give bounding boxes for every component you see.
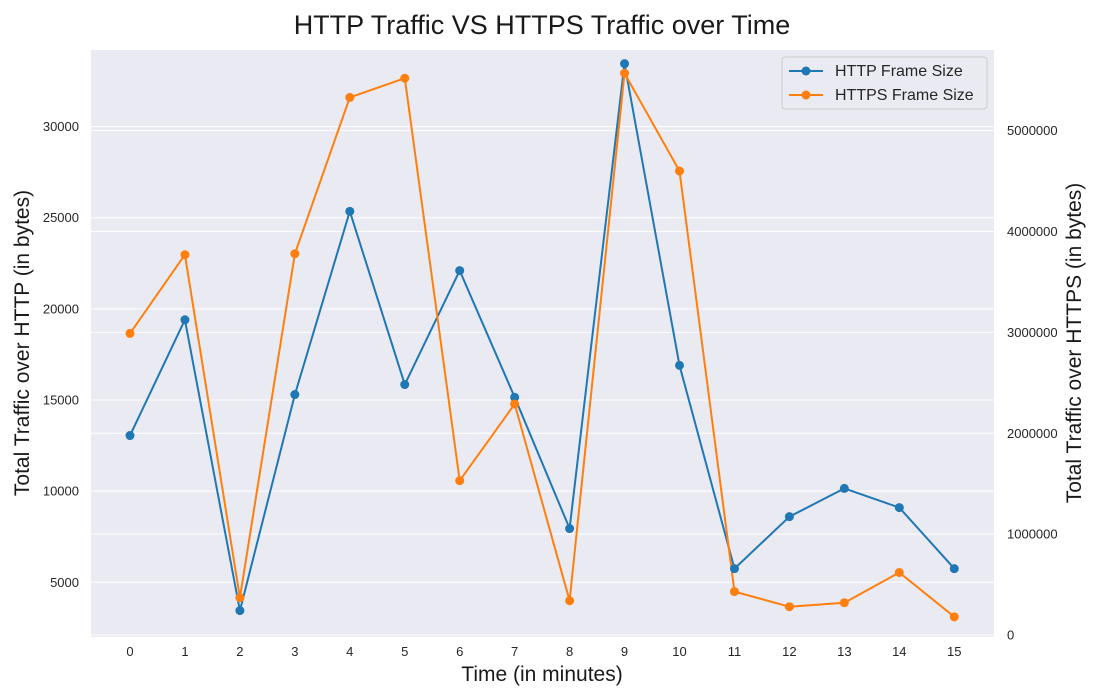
plot-area — [91, 50, 994, 637]
x-tick-label: 2 — [236, 644, 243, 659]
x-tick-label: 3 — [291, 644, 298, 659]
y-right-tick-label: 5000000 — [1007, 123, 1058, 138]
data-point-https — [400, 73, 410, 83]
data-point-http — [784, 512, 794, 522]
data-point-http — [565, 524, 575, 534]
data-point-https — [949, 612, 959, 622]
y-left-axis-label: Total Traffic over HTTP (in bytes) — [11, 190, 34, 496]
legend-label-https: HTTPS Frame Size — [835, 87, 974, 104]
y-left-tick-label: 10000 — [43, 484, 79, 499]
legend: HTTP Frame Size HTTPS Frame Size — [781, 56, 988, 110]
x-tick-label: 10 — [672, 644, 686, 659]
data-point-http — [455, 266, 465, 276]
data-point-http — [235, 606, 245, 616]
gridlines — [91, 126, 994, 636]
data-point-https — [620, 68, 630, 78]
data-point-https — [235, 593, 245, 603]
series-lines — [129, 62, 956, 618]
x-tick-label: 12 — [782, 644, 796, 659]
x-tick-label: 1 — [181, 644, 188, 659]
data-point-https — [125, 328, 135, 338]
data-point-http — [400, 380, 410, 390]
x-tick-label: 13 — [837, 644, 851, 659]
x-tick-label: 15 — [947, 644, 961, 659]
y-left-axis-ticks: 5000 10000 15000 20000 25000 30000 — [43, 119, 79, 590]
y-right-tick-label: 2000000 — [1007, 426, 1058, 441]
data-point-https — [290, 249, 300, 259]
y-right-tick-label: 3000000 — [1007, 325, 1058, 340]
x-tick-label: 9 — [621, 644, 628, 659]
x-tick-label: 6 — [456, 644, 463, 659]
x-tick-label: 14 — [892, 644, 906, 659]
data-point-http — [345, 206, 355, 216]
series-line-http — [129, 62, 956, 612]
data-point-http — [894, 503, 904, 513]
data-point-https — [345, 92, 355, 102]
data-point-http — [675, 360, 684, 370]
data-point-https — [784, 602, 794, 612]
legend-label-http: HTTP Frame Size — [835, 63, 963, 80]
data-point-https — [675, 166, 684, 176]
series-line-https — [129, 72, 955, 618]
legend-box — [781, 56, 988, 110]
data-point-http — [839, 483, 849, 493]
x-axis-label: Time (in minutes) — [461, 663, 622, 686]
y-left-tick-label: 25000 — [43, 210, 79, 225]
data-point-https — [510, 399, 520, 409]
y-right-tick-label: 4000000 — [1007, 224, 1058, 239]
chart-title: HTTP Traffic VS HTTPS Traffic over Time — [294, 10, 791, 40]
y-right-tick-label: 1000000 — [1007, 527, 1058, 542]
data-point-https — [455, 476, 465, 486]
legend-marker-http — [801, 66, 811, 76]
x-tick-label: 0 — [126, 644, 133, 659]
data-point-https — [180, 250, 190, 260]
y-right-axis-label: Total Traffic over HTTPS (in bytes) — [1063, 183, 1086, 504]
y-left-tick-label: 20000 — [43, 301, 79, 316]
series-points — [125, 59, 959, 622]
y-right-tick-label: 0 — [1007, 627, 1014, 642]
data-point-https — [894, 567, 904, 577]
data-point-https — [839, 598, 849, 608]
data-point-http — [180, 315, 190, 325]
data-point-https — [729, 587, 739, 597]
y-left-tick-label: 30000 — [43, 119, 79, 134]
data-point-http — [510, 392, 520, 402]
x-tick-label: 11 — [728, 644, 742, 659]
legend-marker-https — [801, 90, 811, 100]
data-point-http — [125, 431, 135, 441]
x-tick-label: 5 — [401, 644, 408, 659]
x-tick-label: 7 — [511, 644, 518, 659]
data-point-http — [620, 59, 630, 69]
data-point-http — [949, 564, 959, 574]
data-point-https — [565, 596, 575, 606]
y-right-axis-ticks: 0 1000000 2000000 3000000 4000000 5000000 — [1007, 123, 1058, 642]
data-point-http — [729, 564, 739, 574]
x-tick-label: 4 — [346, 644, 353, 659]
x-tick-label: 8 — [566, 644, 573, 659]
y-left-tick-label: 5000 — [50, 575, 79, 590]
y-left-tick-label: 15000 — [43, 393, 79, 408]
data-point-http — [290, 390, 300, 400]
